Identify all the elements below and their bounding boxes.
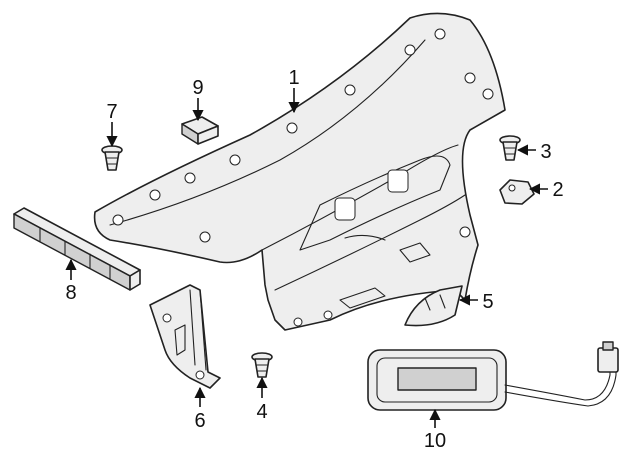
part-9-block <box>181 116 219 145</box>
part-2-bracket <box>499 179 535 205</box>
callout-1: 1 <box>288 67 299 89</box>
callout-4: 4 <box>256 401 267 423</box>
callout-5: 5 <box>482 291 493 313</box>
callout-9: 9 <box>192 77 203 99</box>
callout-6: 6 <box>194 410 205 432</box>
part-6-bracket <box>149 284 221 389</box>
part-10-module <box>367 341 619 411</box>
part-7-clip <box>101 145 123 171</box>
callout-3: 3 <box>540 141 551 163</box>
callout-10: 10 <box>424 430 446 452</box>
callout-2: 2 <box>552 179 563 201</box>
part-4-clip <box>251 352 273 378</box>
part-8-strip <box>13 207 141 291</box>
part-5-handle <box>404 285 463 327</box>
callout-labels: 1 2 3 4 5 6 7 8 9 10 <box>65 67 563 452</box>
callout-8: 8 <box>65 282 76 304</box>
part-3-clip <box>499 135 521 161</box>
part-1-trim-panel <box>93 12 506 331</box>
leader-lines <box>65 88 548 428</box>
callout-7: 7 <box>106 101 117 123</box>
